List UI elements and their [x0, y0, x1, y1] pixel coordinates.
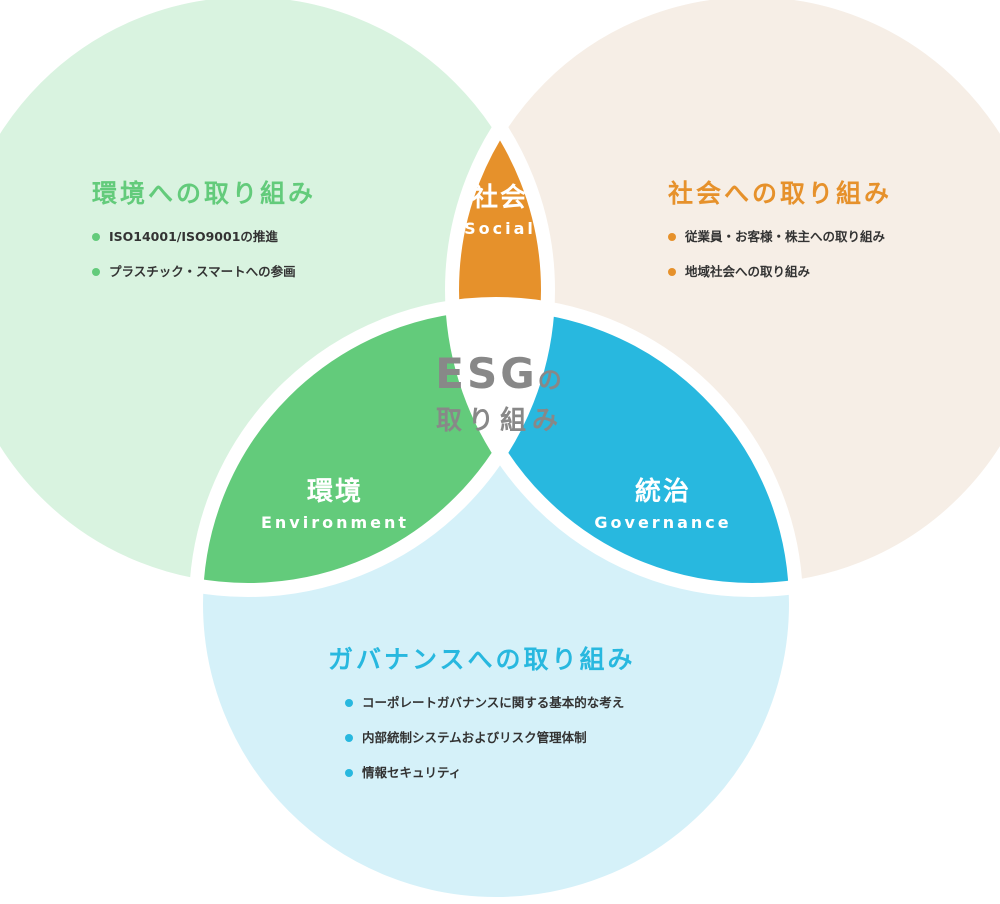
bullet-icon — [92, 233, 100, 241]
list-item: 情報セキュリティ — [345, 764, 636, 782]
environment-petal — [196, 304, 548, 590]
social-section-title: 社会への取り組み — [668, 179, 893, 208]
social-label-en: Social — [464, 219, 536, 238]
social-list: 従業員・お客様・株主への取り組み 地域社会への取り組み — [668, 228, 892, 281]
center-title-sub: 取り組み — [435, 406, 564, 436]
governance-list: コーポレートガバナンスに関する基本的な考え 内部統制システムおよびリスク管理体制… — [345, 694, 636, 782]
environment-label-jp: 環境 — [306, 477, 363, 507]
governance-section-title: ガバナンスへの取り組み — [328, 645, 636, 674]
governance-petal — [452, 304, 796, 590]
center-title-no: の — [537, 366, 565, 394]
list-item: コーポレートガバナンスに関する基本的な考え — [345, 694, 636, 712]
bullet-icon — [668, 268, 676, 276]
environment-list: ISO14001/ISO9001の推進 プラスチック・スマートへの参画 — [92, 228, 316, 281]
bullet-icon — [92, 268, 100, 276]
list-item: プラスチック・スマートへの参画 — [92, 263, 316, 281]
bullet-icon — [345, 734, 353, 742]
center-title: ESGの 取り組み — [400, 350, 600, 438]
social-label-jp: 社会 — [471, 183, 528, 213]
environment-label-en: Environment — [260, 513, 410, 532]
bullet-icon — [345, 769, 353, 777]
governance-label-en: Governance — [594, 513, 732, 532]
social-section: 社会への取り組み 従業員・お客様・株主への取り組み 地域社会への取り組み — [668, 174, 892, 298]
environment-section-title: 環境への取り組み — [92, 179, 317, 208]
center-title-esg: ESG — [435, 349, 538, 398]
governance-label: 統治 Governance — [578, 476, 748, 534]
list-item: 内部統制システムおよびリスク管理体制 — [345, 729, 636, 747]
governance-label-jp: 統治 — [634, 477, 691, 507]
social-label: 社会 Social — [420, 182, 580, 240]
bullet-icon — [668, 233, 676, 241]
list-item: ISO14001/ISO9001の推進 — [92, 228, 316, 246]
bullet-icon — [345, 699, 353, 707]
environment-label: 環境 Environment — [250, 476, 420, 534]
list-item: 地域社会への取り組み — [668, 263, 892, 281]
environment-section: 環境への取り組み ISO14001/ISO9001の推進 プラスチック・スマート… — [92, 174, 316, 298]
governance-section: ガバナンスへの取り組み コーポレートガバナンスに関する基本的な考え 内部統制シス… — [328, 640, 636, 799]
list-item: 従業員・お客様・株主への取り組み — [668, 228, 892, 246]
